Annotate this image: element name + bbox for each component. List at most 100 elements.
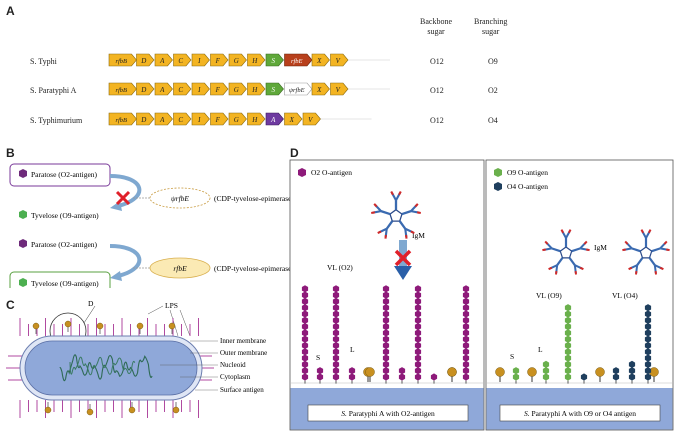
enzyme-desc-top: (CDP-tyvelose-epimerase) bbox=[214, 194, 290, 203]
gene-label: rfbB bbox=[115, 87, 127, 94]
tyvelose-hexagon-top bbox=[19, 210, 27, 219]
igm-tip bbox=[628, 266, 633, 271]
o2-hexagon bbox=[332, 360, 340, 368]
enzyme-name-top: ψrfbE bbox=[171, 194, 189, 203]
igm-core bbox=[389, 208, 403, 222]
gene-arrow bbox=[247, 112, 266, 126]
right-vl2-label: VL (O4) bbox=[612, 291, 638, 300]
o2-hexagon bbox=[414, 297, 422, 305]
o2-hexagon bbox=[462, 285, 470, 293]
legend-o9-hexagon bbox=[494, 168, 502, 177]
igm-tip bbox=[567, 229, 572, 234]
gene-label: X bbox=[289, 116, 295, 124]
o9-hexagon bbox=[564, 373, 572, 381]
o4-hexagon bbox=[628, 360, 636, 368]
left-igm-label: IgM bbox=[412, 231, 425, 240]
o2-hexagon bbox=[332, 348, 340, 356]
panel-d-letter: D bbox=[290, 146, 299, 160]
o2-hexagon bbox=[414, 341, 422, 350]
o4-hexagon bbox=[644, 367, 652, 375]
surface-antigen bbox=[96, 322, 104, 330]
gene-label: A bbox=[159, 116, 165, 124]
gene-arrow bbox=[136, 112, 155, 126]
igm-arm bbox=[636, 257, 644, 266]
surface-antigen bbox=[136, 322, 144, 330]
right-box bbox=[485, 159, 674, 431]
surface-antigen bbox=[44, 406, 52, 414]
o2-hexagon bbox=[462, 329, 470, 337]
o2-hexagon bbox=[301, 360, 309, 368]
gene-arrow bbox=[330, 53, 349, 67]
o4-hexagon bbox=[644, 335, 652, 343]
backbone-value-paratyphi: O12 bbox=[430, 86, 444, 95]
o2-hexagon bbox=[414, 323, 422, 331]
tyvelose-label-bottom: Tyvelose (O9-antigen) bbox=[31, 279, 99, 288]
gene-label: G bbox=[234, 57, 239, 65]
label-inner-membrane: Inner membrane bbox=[220, 337, 266, 345]
panel-c-letter: C bbox=[6, 298, 15, 312]
o2-hexagon bbox=[382, 373, 390, 381]
gene-arrow bbox=[302, 112, 321, 126]
gene-arrow bbox=[154, 112, 173, 126]
left-l-label: L bbox=[350, 345, 355, 354]
o9-hexagon bbox=[564, 360, 572, 368]
igm-arm bbox=[568, 257, 576, 266]
igm-tip bbox=[659, 266, 664, 271]
legend-o4-label: O4 O-antigen bbox=[507, 182, 548, 191]
igm-tip bbox=[579, 266, 584, 271]
lipid-head bbox=[595, 367, 605, 377]
gene-label: D bbox=[140, 116, 146, 124]
igm-tip bbox=[622, 248, 627, 252]
o4-hexagon bbox=[644, 360, 652, 368]
gene-arrow bbox=[173, 82, 192, 96]
gene-arrow bbox=[210, 82, 229, 96]
igm-arm bbox=[571, 247, 581, 253]
o4-hexagon bbox=[612, 373, 620, 381]
gene-label: V bbox=[336, 57, 341, 65]
o2-hexagon bbox=[414, 367, 422, 375]
gene-label: H bbox=[251, 116, 258, 124]
o9-hexagon bbox=[512, 367, 520, 375]
o2-hexagon bbox=[462, 367, 470, 375]
o2-hexagon bbox=[462, 354, 470, 362]
igm-core bbox=[639, 246, 653, 259]
o2-hexagon bbox=[301, 341, 309, 350]
o9-hexagon bbox=[564, 316, 572, 324]
o2-hexagon bbox=[414, 329, 422, 337]
strain-label-typhimurium: S. Typhimurium bbox=[30, 116, 83, 125]
backbone-header-line2: sugar bbox=[427, 27, 445, 36]
panel-b-letter: B bbox=[6, 146, 15, 160]
o2-hexagon bbox=[332, 354, 340, 362]
left-caption-rest: Paratyphi A with O2-antigen bbox=[347, 409, 435, 418]
o9-hexagon bbox=[564, 367, 572, 375]
o2-hexagon bbox=[462, 297, 470, 305]
igm-core bbox=[559, 246, 573, 259]
branching-header-line2: sugar bbox=[482, 27, 500, 36]
o4-hexagon bbox=[628, 367, 636, 375]
label-outer-membrane: Outer membrane bbox=[220, 349, 267, 357]
backbone-header: Backbone sugar bbox=[420, 17, 452, 37]
igm-tip bbox=[410, 230, 415, 234]
o2-hexagon bbox=[332, 297, 340, 305]
o2-hexagon bbox=[301, 348, 309, 356]
backbone-header-line1: Backbone bbox=[420, 17, 452, 26]
o2-hexagon bbox=[462, 335, 470, 343]
enzyme-ellipse-bottom bbox=[149, 257, 211, 279]
o4-hexagon bbox=[644, 310, 652, 318]
igm-tip bbox=[647, 229, 652, 234]
right-igm-label: IgM bbox=[594, 243, 607, 252]
strain-label-typhi: S. Typhi bbox=[30, 57, 57, 66]
o9-hexagon bbox=[564, 304, 572, 312]
gene-label: S bbox=[272, 86, 276, 94]
left-caption-italic: S. bbox=[341, 409, 347, 418]
o2-hexagon bbox=[332, 291, 340, 299]
igm-tip bbox=[390, 190, 394, 196]
surface-antigen bbox=[172, 406, 180, 414]
o2-hexagon bbox=[348, 373, 356, 381]
right-caption: S. Paratyphi A with O9 or O4 antigen bbox=[524, 409, 636, 418]
o2-hexagon bbox=[414, 304, 422, 312]
o2-hexagon bbox=[462, 360, 470, 368]
o2-hexagon bbox=[398, 373, 406, 381]
o2-hexagon bbox=[348, 367, 356, 375]
gene-arrow bbox=[210, 112, 229, 126]
